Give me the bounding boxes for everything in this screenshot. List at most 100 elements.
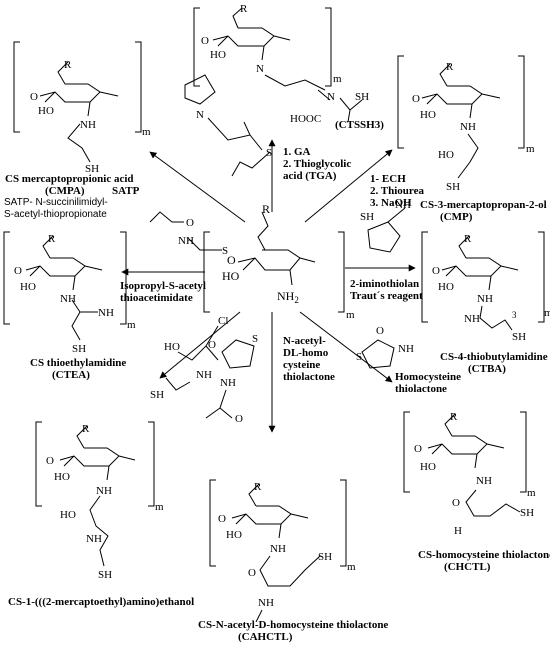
svg-text:O: O <box>201 35 209 47</box>
svg-text:NH: NH <box>476 475 492 487</box>
svg-text:O: O <box>452 497 460 509</box>
svg-text:O: O <box>208 339 216 351</box>
svg-text:SH: SH <box>520 507 534 519</box>
svg-text:HO: HO <box>438 281 454 293</box>
svg-text:DL-homo: DL-homo <box>283 347 329 359</box>
product-cmp: m R O HO NH HO SH CS-3-mercaptopropan-2-… <box>397 55 547 223</box>
svg-text:O: O <box>14 265 22 277</box>
svg-text:SH: SH <box>355 91 369 103</box>
satp-note: SATP- N-succinilimidyl- S-acetyl-thiopro… <box>4 197 108 220</box>
svg-text:S: S <box>356 351 362 363</box>
product-ctssh3: m R O HO N N SH HOOC (CTSSH3) <box>193 3 384 131</box>
svg-text:NH: NH <box>270 543 286 555</box>
center-ho-label: HO <box>222 269 240 283</box>
svg-text:N-acetyl-: N-acetyl- <box>283 335 326 347</box>
svg-text:R: R <box>240 3 248 15</box>
reagent-top: 1. GA 2. Thioglycolic acid (TGA) <box>283 146 351 182</box>
product-ctba: m R O HO NH NH 3 SH CS-4-thiobutylamidin… <box>421 231 550 375</box>
svg-text:NH: NH <box>80 119 96 131</box>
svg-text:HO: HO <box>420 109 436 121</box>
svg-text:HO: HO <box>210 49 226 61</box>
svg-text:S: S <box>222 245 228 257</box>
svg-text:m: m <box>142 126 151 138</box>
product-cahctl: m R O HO NH O SH NH CS-N-acetyl-D-homocy… <box>198 479 388 643</box>
reagent-satp: SATP <box>112 185 140 197</box>
svg-text:HO: HO <box>226 529 242 541</box>
svg-text:NH: NH <box>96 485 112 497</box>
svg-text:(CTSSH3): (CTSSH3) <box>335 119 384 131</box>
center-m: m <box>346 309 355 321</box>
arrow-down-left <box>159 311 241 379</box>
svg-text:SH: SH <box>98 569 112 581</box>
svg-text:SH: SH <box>150 389 164 401</box>
svg-text:3. NaOH: 3. NaOH <box>370 197 412 209</box>
svg-text:NH: NH <box>258 597 274 609</box>
acetyl-thiolactone-structure: O S NH O <box>205 333 258 425</box>
center-nh2-label: NH2 <box>277 289 299 305</box>
svg-text:O: O <box>218 513 226 525</box>
svg-text:Isopropyl-S-acetyl: Isopropyl-S-acetyl <box>120 280 206 292</box>
arrow-up-left <box>149 151 246 223</box>
svg-text:SH: SH <box>85 163 99 175</box>
svg-text:CS thioethylamidine: CS thioethylamidine <box>30 357 126 369</box>
svg-text:NH: NH <box>477 293 493 305</box>
svg-text:HO: HO <box>54 471 70 483</box>
svg-text:NH: NH <box>86 533 102 545</box>
svg-text:m: m <box>127 319 136 331</box>
reagent-left: Isopropyl-S-acetyl thioacetimidate <box>120 280 206 304</box>
arrow-up-right <box>304 149 393 223</box>
svg-text:1- ECH: 1- ECH <box>370 173 406 185</box>
svg-text:HOOC: HOOC <box>290 113 321 125</box>
svg-text:NH: NH <box>178 235 194 247</box>
svg-text:N: N <box>196 109 204 121</box>
svg-text:SH: SH <box>360 211 374 223</box>
svg-text:S-acetyl-thiopropionate: S-acetyl-thiopropionate <box>4 209 107 220</box>
svg-text:(CAHCTL): (CAHCTL) <box>238 631 293 643</box>
svg-text:CS-N-acetyl-D-homocysteine thi: CS-N-acetyl-D-homocysteine thiolactone <box>198 619 388 631</box>
svg-text:m: m <box>544 307 550 319</box>
svg-text:NH: NH <box>395 199 411 211</box>
svg-text:HO: HO <box>164 341 180 353</box>
svg-text:3: 3 <box>512 310 517 320</box>
svg-text:SATP- N-succinilimidyl-: SATP- N-succinilimidyl- <box>4 197 108 208</box>
center-chitosan: R NH2 HO O m <box>203 202 355 321</box>
svg-text:SH: SH <box>318 551 332 563</box>
svg-text:HO: HO <box>438 149 454 161</box>
svg-text:Traut´s reagent: Traut´s reagent <box>350 290 423 302</box>
isopropyl-structure: O NH S <box>149 211 228 257</box>
svg-text:thiolactone: thiolactone <box>395 383 447 395</box>
svg-text:cysteine: cysteine <box>283 359 320 371</box>
svg-text:R: R <box>64 59 72 71</box>
svg-text:O: O <box>412 93 420 105</box>
svg-text:R: R <box>254 481 262 493</box>
svg-text:1. GA: 1. GA <box>283 146 311 158</box>
svg-text:R: R <box>450 411 458 423</box>
svg-text:O: O <box>186 217 194 229</box>
svg-text:(CTEA): (CTEA) <box>52 369 90 381</box>
svg-text:CS-homocysteine thiolactone: CS-homocysteine thiolactone <box>418 549 550 561</box>
svg-text:O: O <box>432 265 440 277</box>
svg-text:Homocysteine: Homocysteine <box>395 371 461 383</box>
svg-text:HO: HO <box>420 461 436 473</box>
svg-text:(CMPA): (CMPA) <box>45 185 85 197</box>
svg-text:acid (TGA): acid (TGA) <box>283 170 337 182</box>
svg-text:NH: NH <box>220 377 236 389</box>
svg-text:R: R <box>446 61 454 73</box>
svg-text:R: R <box>48 233 56 245</box>
svg-text:m: m <box>155 501 164 513</box>
svg-text:HO: HO <box>60 509 76 521</box>
svg-text:O: O <box>46 455 54 467</box>
reagent-bottom-right: Homocysteine thiolactone <box>395 371 461 395</box>
svg-text:O: O <box>235 413 243 425</box>
svg-text:(CHCTL): (CHCTL) <box>444 561 491 573</box>
svg-text:(CMP): (CMP) <box>440 211 473 223</box>
svg-text:O: O <box>248 567 256 579</box>
center-o-label: O <box>227 253 236 267</box>
svg-text:N: N <box>327 91 335 103</box>
chloro-amine-structure: HO Cl NH SH <box>150 315 228 401</box>
svg-text:R: R <box>82 423 90 435</box>
reaction-arrows <box>121 139 416 433</box>
svg-text:R: R <box>464 233 472 245</box>
svg-text:thiolactone: thiolactone <box>283 371 335 383</box>
